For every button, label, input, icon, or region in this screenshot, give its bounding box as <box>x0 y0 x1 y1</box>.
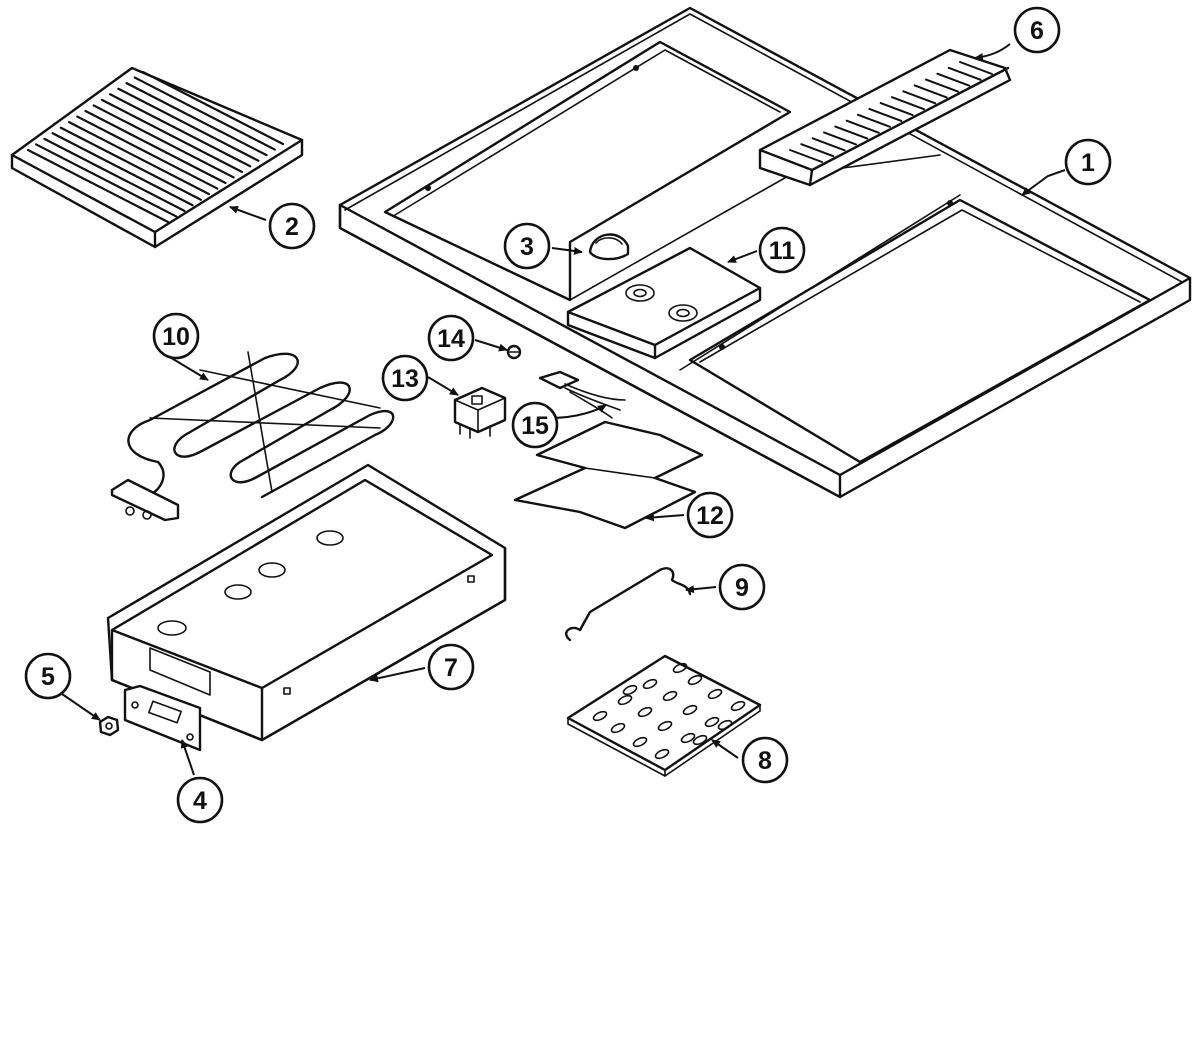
callout-3-label: 3 <box>520 233 534 261</box>
part-filter-plate <box>566 654 762 777</box>
callout-11-label: 11 <box>769 237 796 265</box>
callout-3: 3 <box>503 222 551 270</box>
part-control-panel <box>566 246 762 360</box>
callout-2-label: 2 <box>285 213 299 241</box>
callout-13: 13 <box>381 354 429 402</box>
callout-13-label: 13 <box>391 365 419 393</box>
callout-5-label: 5 <box>41 663 55 691</box>
callout-1: 1 <box>1064 138 1112 186</box>
callout-12: 12 <box>686 491 734 539</box>
callout-9-label: 9 <box>735 574 749 602</box>
callout-7: 7 <box>427 643 475 691</box>
part-insulation <box>513 420 704 530</box>
callout-8: 8 <box>741 736 789 784</box>
part-wire-harness <box>538 370 626 419</box>
callout-8-label: 8 <box>758 747 772 775</box>
part-griddle <box>10 66 304 249</box>
callout-6: 6 <box>1013 6 1061 54</box>
part-wire-rod <box>565 567 692 642</box>
callout-9: 9 <box>718 563 766 611</box>
callout-11: 11 <box>758 226 806 274</box>
callout-15-label: 15 <box>521 412 549 440</box>
callout-1-label: 1 <box>1081 149 1095 177</box>
part-knob <box>588 233 630 261</box>
part-nut <box>98 715 120 737</box>
part-vent-grille <box>758 48 1012 187</box>
callout-2: 2 <box>268 202 316 250</box>
callout-15: 15 <box>511 401 559 449</box>
callout-10-label: 10 <box>162 323 190 351</box>
callout-7-label: 7 <box>444 654 458 682</box>
callout-10: 10 <box>152 312 200 360</box>
callout-14: 14 <box>427 314 475 362</box>
callout-5: 5 <box>24 652 72 700</box>
callout-6-label: 6 <box>1030 17 1044 45</box>
part-screw <box>506 344 522 360</box>
part-bracket <box>123 684 202 752</box>
part-switch <box>453 386 507 439</box>
callout-12-label: 12 <box>696 502 724 530</box>
part-heating-element <box>110 351 395 522</box>
callout-4: 4 <box>176 776 224 824</box>
callout-4-label: 4 <box>193 787 207 815</box>
callout-14-label: 14 <box>437 325 465 353</box>
